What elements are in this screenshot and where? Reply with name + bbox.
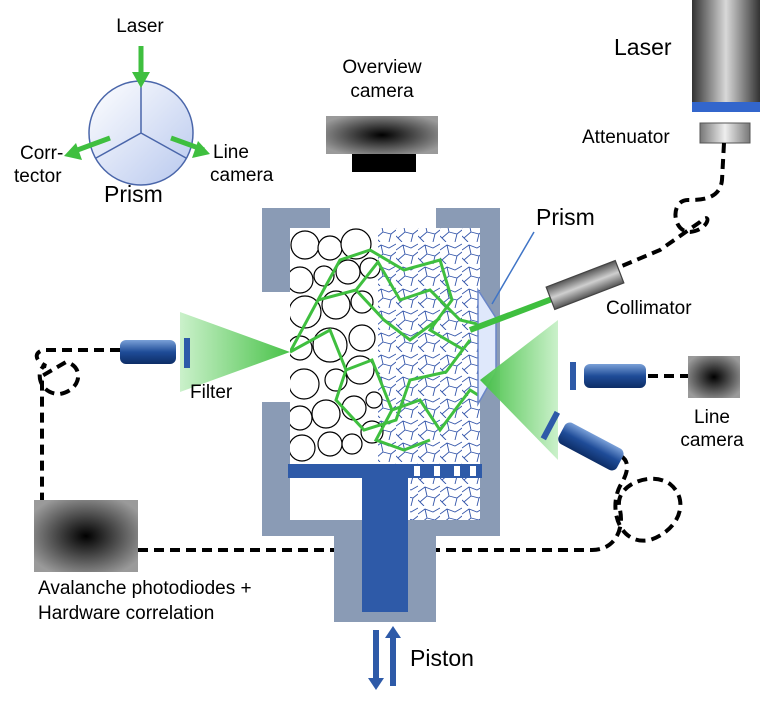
laser-beam [468, 293, 562, 333]
line-camera-label-2: camera [680, 430, 744, 451]
detection-right [480, 320, 646, 471]
prism-inset-laser-label: Laser [116, 16, 164, 37]
arrow-up-icon [385, 626, 401, 686]
collimator-icon [545, 259, 625, 311]
fiber-apd-bottom [138, 452, 683, 552]
prism-label: Prism [536, 204, 595, 230]
prism-inset-line-label: Line [213, 142, 249, 163]
laser-body-icon [692, 0, 760, 102]
detection-cone-right [480, 320, 558, 460]
optical-fibers [34, 142, 726, 552]
fiber-coupler-right-icon [584, 364, 646, 388]
detection-cone-left [180, 312, 290, 392]
collimator: Collimator [468, 259, 692, 333]
sample-chamber [290, 228, 480, 464]
prism-pointer-line [491, 231, 535, 305]
line-camera: Line camera [680, 356, 744, 451]
line-camera-label: Line [694, 407, 730, 428]
overview-camera-label-2: camera [350, 81, 414, 102]
filter-right-icon [570, 362, 576, 390]
bubbles [290, 228, 384, 462]
fiber-laser-collimator [597, 142, 726, 278]
piston-rod [362, 478, 408, 612]
prism-inset-facets [95, 81, 187, 159]
prism-inset-corrector-label-2: tector [14, 166, 62, 187]
piston-arrows: Piston [368, 626, 474, 690]
filter-label: Filter [190, 382, 233, 403]
apd-label: Avalanche photodiodes + [38, 578, 252, 599]
prism-inset-corrector-label: Corr- [20, 143, 63, 164]
filter-lower-icon [540, 410, 561, 441]
camera-icon [326, 116, 438, 154]
laser-source: Laser Attenuator [582, 0, 760, 148]
overview-camera-base [352, 154, 416, 172]
line-camera-icon [688, 356, 740, 398]
apd-label-2: Hardware correlation [38, 603, 214, 624]
piston-plate-gaps [414, 466, 476, 476]
detection-left: Filter [120, 312, 290, 403]
piston-plate [288, 464, 482, 478]
fiber-coupler-lower-icon [558, 422, 624, 471]
laser-label: Laser [614, 34, 672, 60]
attenuator-label: Attenuator [582, 127, 670, 148]
collimator-label: Collimator [606, 298, 692, 319]
laser-aperture [692, 102, 760, 112]
fiber-coupler-left-icon [120, 340, 176, 364]
prism-inset: Laser Corr- tector Line camera Prism [14, 16, 274, 207]
piston-label: Piston [410, 645, 474, 671]
attenuator-icon [699, 122, 751, 144]
prism-inset-title: Prism [104, 181, 163, 207]
arrow-down-icon [368, 630, 384, 690]
overview-camera: Overview camera [326, 57, 438, 172]
scatter-paths [290, 248, 480, 452]
lower-foam [410, 478, 480, 520]
prism-inset-line-label-2: camera [210, 165, 274, 186]
overview-camera-label: Overview [342, 57, 421, 78]
fiber-apd [34, 348, 120, 500]
apd-unit: Avalanche photodiodes + Hardware correla… [34, 500, 252, 624]
apd-box-icon [34, 500, 138, 572]
filter-icon [184, 338, 190, 368]
arrow-icon [64, 46, 210, 160]
foam-region [378, 228, 480, 464]
